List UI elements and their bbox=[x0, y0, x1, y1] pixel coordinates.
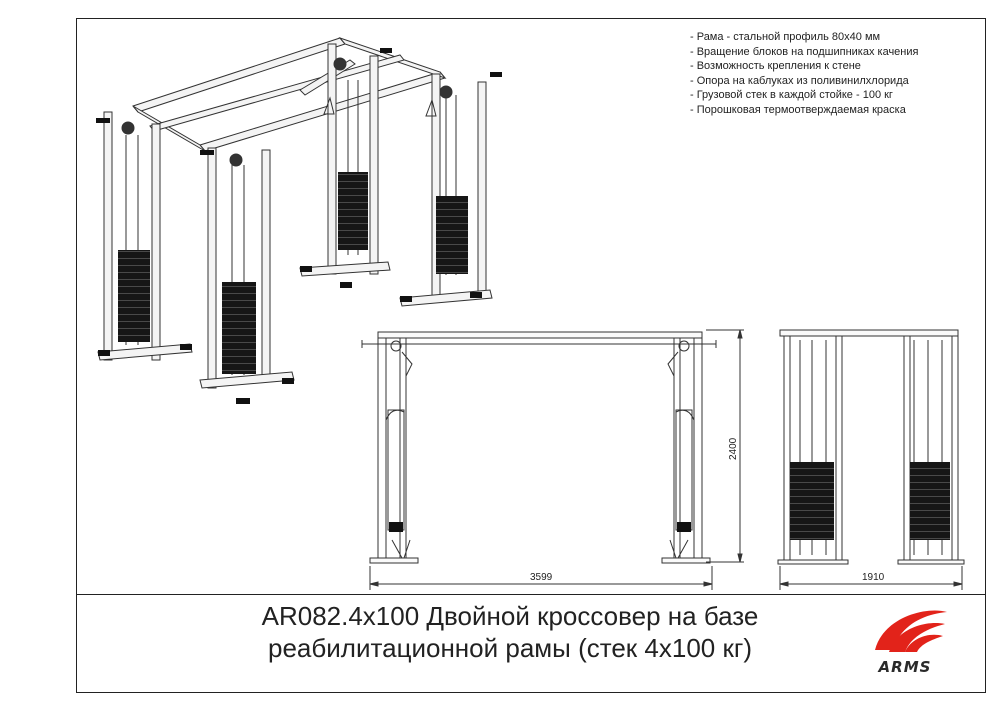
spec-item: - Возможность крепления к стене bbox=[690, 60, 861, 73]
dimension-width-side: 1910 bbox=[862, 572, 885, 583]
spec-list: - Рама - стальной профиль 80x40 мм - Вра… bbox=[690, 30, 918, 118]
title-block: AR082.4x100 Двойной кроссовер на базе ре… bbox=[190, 600, 830, 664]
spec-item: - Рама - стальной профиль 80x40 мм bbox=[690, 31, 881, 43]
spec-item: - Опора на каблуках из поливинилхлорида bbox=[690, 74, 909, 87]
title-block-divider bbox=[76, 594, 986, 595]
weight-stack bbox=[910, 462, 950, 540]
weight-stack bbox=[677, 522, 691, 532]
weight-stack bbox=[790, 462, 834, 540]
spec-item: - Порошковая термоотверждаемая краска bbox=[690, 103, 906, 116]
dimension-width-front: 3599 bbox=[530, 572, 553, 583]
weight-stack bbox=[389, 522, 403, 532]
weight-stack bbox=[338, 172, 368, 250]
side-view bbox=[777, 329, 965, 590]
weight-stack bbox=[222, 282, 256, 374]
logo-wordmark: ARMS bbox=[878, 658, 932, 676]
sheet-border bbox=[76, 18, 986, 693]
title-line-1: AR082.4x100 Двойной кроссовер на базе bbox=[261, 601, 759, 631]
weight-stack bbox=[436, 196, 468, 274]
weight-stack bbox=[118, 250, 150, 342]
title-line-2: реабилитационной рамы (стек 4x100 кг) bbox=[268, 633, 752, 663]
dimension-height: 2400 bbox=[728, 437, 739, 460]
spec-item: - Вращение блоков на подшипниках качения bbox=[690, 45, 919, 58]
front-view bbox=[361, 329, 744, 590]
spec-item: - Грузовой стек в каждой стойке - 100 кг bbox=[690, 89, 893, 102]
arms-logo-icon bbox=[875, 610, 947, 652]
